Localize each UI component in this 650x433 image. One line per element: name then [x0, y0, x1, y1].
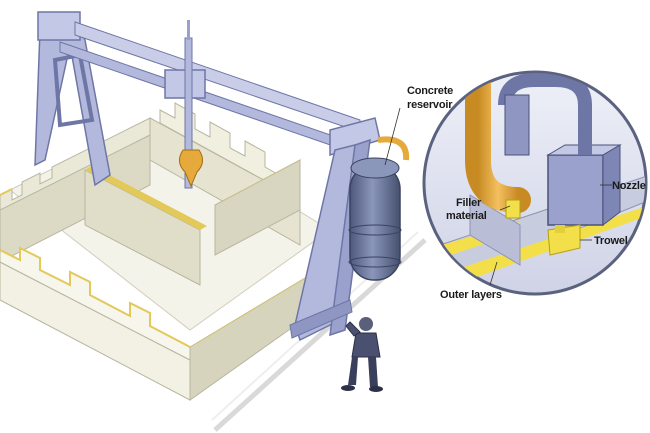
- label-material: material: [446, 210, 487, 222]
- label-trowel: Trowel: [594, 235, 628, 247]
- label-filler: Filler: [456, 197, 482, 209]
- reservoir-leader: [384, 107, 401, 166]
- printed-walls: [0, 102, 331, 401]
- concrete-reservoir: [348, 136, 410, 281]
- label-outer-layers: Outer layers: [440, 289, 502, 301]
- label-concrete: Concrete: [407, 85, 453, 97]
- label-nozzle: Nozzle: [612, 180, 646, 192]
- worker-figure: [341, 317, 383, 392]
- gantry-frame: [34, 11, 381, 342]
- label-reservoir: reservoir: [407, 99, 453, 111]
- inset-detail: [422, 70, 648, 296]
